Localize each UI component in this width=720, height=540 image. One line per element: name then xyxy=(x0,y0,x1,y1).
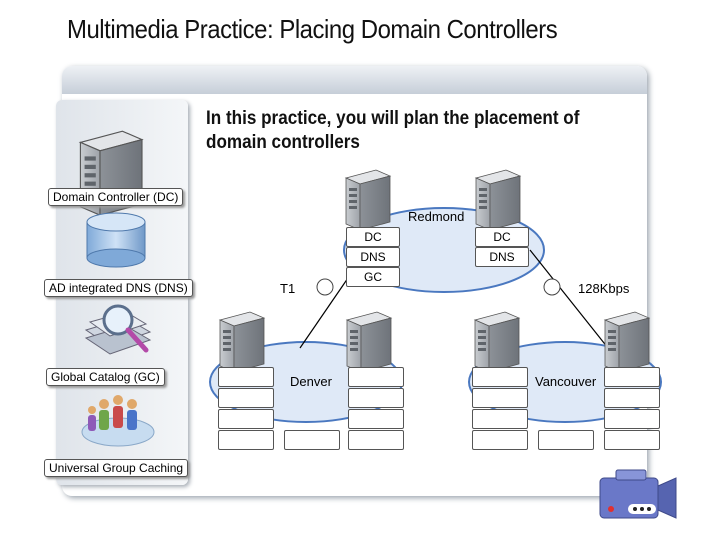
role-slot[interactable] xyxy=(472,388,528,408)
role-slot[interactable] xyxy=(218,409,274,429)
content-panel-header xyxy=(62,66,647,94)
legend-label-dc: Domain Controller (DC) xyxy=(48,188,184,206)
link-node-128kbps xyxy=(543,278,561,296)
server-icon xyxy=(219,311,265,373)
role-slot[interactable] xyxy=(218,430,274,450)
role-slot[interactable] xyxy=(472,409,528,429)
role-slot[interactable] xyxy=(472,430,528,450)
legend-label-gc: Global Catalog (GC) xyxy=(46,368,165,386)
server-icon xyxy=(475,169,521,231)
role-slot[interactable] xyxy=(604,367,660,387)
role-slot[interactable] xyxy=(348,388,404,408)
server-icon xyxy=(346,311,392,373)
link-redmond-denver xyxy=(299,277,349,349)
role-slot[interactable] xyxy=(218,367,274,387)
role-box: GC xyxy=(346,267,400,287)
role-box: DC xyxy=(475,227,529,247)
link-label-t1: T1 xyxy=(280,281,296,296)
video-camera-icon xyxy=(599,469,677,519)
magnifier-icon xyxy=(84,304,152,355)
role-slot[interactable] xyxy=(348,430,404,450)
role-slot[interactable] xyxy=(604,409,660,429)
database-icon xyxy=(86,212,146,268)
site-label-vancouver: Vancouver xyxy=(535,374,597,389)
role-box: DNS xyxy=(346,247,400,267)
link-label-128kbps: 128Kbps xyxy=(578,281,630,296)
role-slot[interactable] xyxy=(348,409,404,429)
server-icon xyxy=(604,311,650,373)
users-icon xyxy=(81,395,155,447)
role-slot[interactable] xyxy=(284,430,340,450)
role-box: DNS xyxy=(475,247,529,267)
link-node-t1 xyxy=(316,278,334,296)
server-icon xyxy=(474,311,520,373)
link-redmond-vancouver xyxy=(529,249,609,349)
role-box: DC xyxy=(346,227,400,247)
role-slot[interactable] xyxy=(538,430,594,450)
legend-label-dns: AD integrated DNS (DNS) xyxy=(44,279,193,297)
role-slot[interactable] xyxy=(472,367,528,387)
role-slot[interactable] xyxy=(604,430,660,450)
role-slot[interactable] xyxy=(348,367,404,387)
site-label-redmond: Redmond xyxy=(408,209,465,224)
page-title: Multimedia Practice: Placing Domain Cont… xyxy=(67,14,558,44)
site-label-denver: Denver xyxy=(290,374,332,389)
instructions-text: In this practice, you will plan the plac… xyxy=(206,108,580,153)
server-icon xyxy=(345,169,391,231)
legend-label-ugc: Universal Group Caching xyxy=(44,459,189,477)
role-slot[interactable] xyxy=(604,388,660,408)
role-slot[interactable] xyxy=(218,388,274,408)
